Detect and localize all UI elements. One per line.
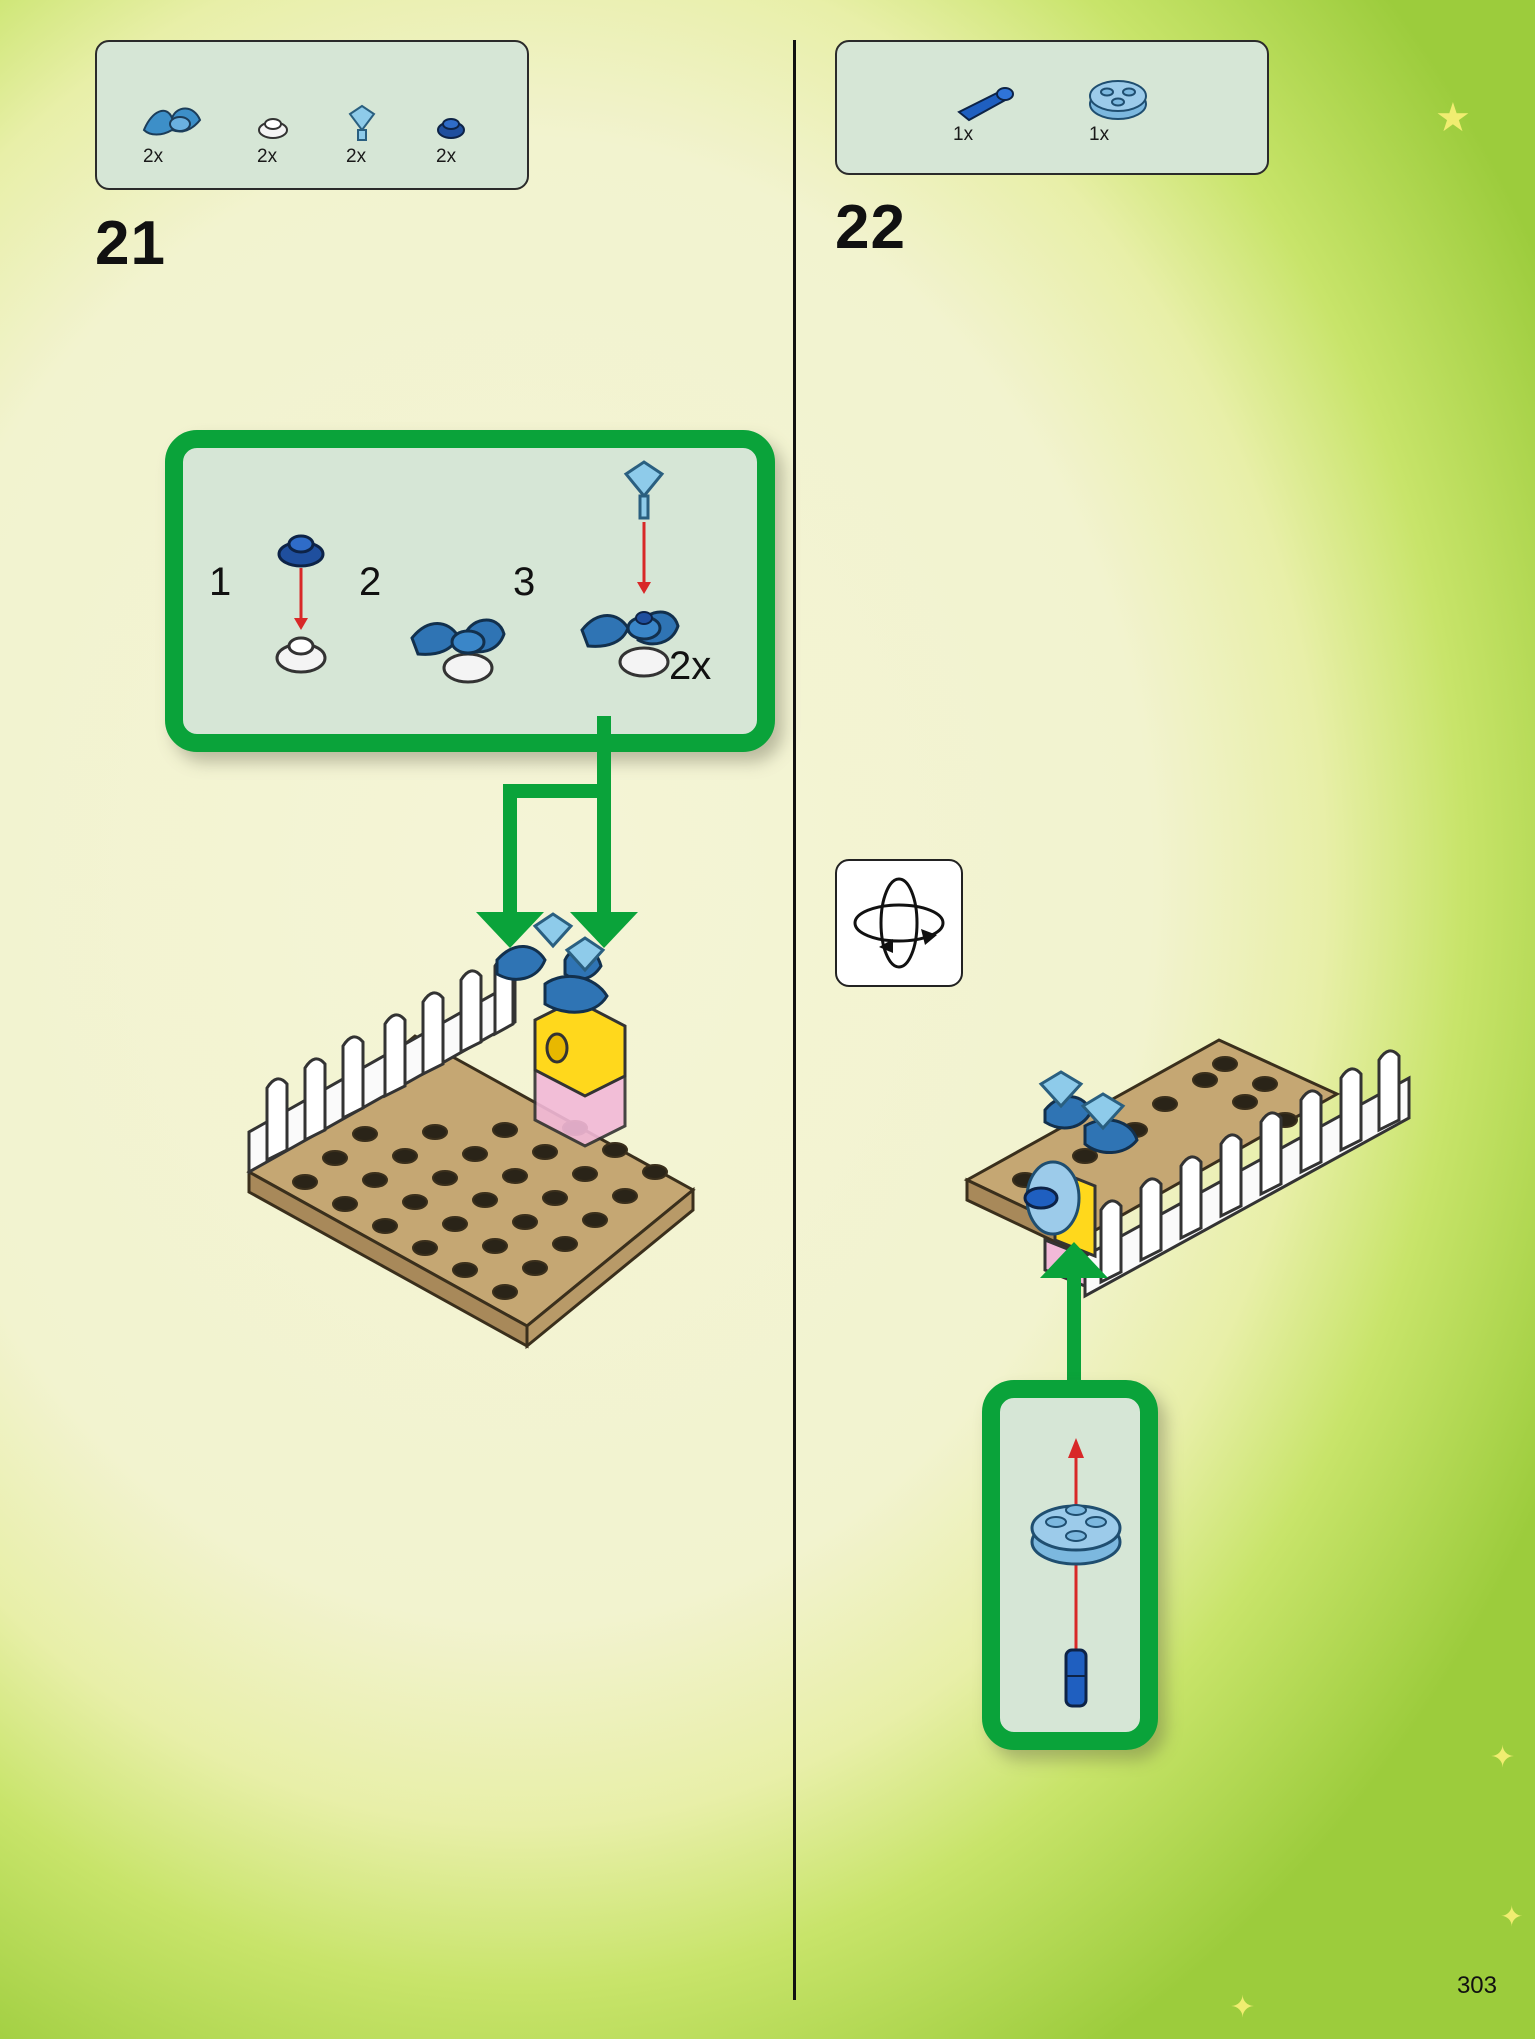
placement-arrow	[1040, 1242, 1108, 1388]
rotate-arrows-icon	[853, 877, 945, 969]
step-number-21: 21	[95, 209, 166, 278]
part-qty: 1x	[953, 124, 974, 145]
part-qty: 2x	[346, 146, 367, 167]
sub-step-number: 3	[513, 560, 536, 604]
sub-assembly-callout-step-21: 1 2 3 2x	[165, 430, 775, 752]
part-qty: 2x	[257, 146, 278, 167]
parts-list-step-21: 2x 2x 2x 2x	[95, 40, 529, 190]
substep-1-illustration	[275, 534, 327, 674]
step-number-22: 22	[835, 193, 906, 262]
white-round-plate-icon	[258, 118, 288, 139]
placement-arrows	[476, 716, 638, 948]
page-number: 303	[1456, 1972, 1497, 1999]
part-qty: 2x	[436, 146, 457, 167]
star-decoration: ✦	[1500, 1901, 1524, 1932]
star-decoration: ★	[1435, 96, 1471, 140]
part-qty: 1x	[1089, 124, 1110, 145]
star-decoration: ✦	[1230, 1991, 1256, 2024]
part-qty: 2x	[143, 146, 164, 167]
sub-step-number: 1	[209, 560, 232, 604]
blue-round-plate-icon	[437, 118, 465, 139]
multiplier-label: 2x	[669, 644, 712, 688]
rotate-model-icon	[835, 859, 963, 987]
star-decoration: ✦	[1490, 1741, 1516, 1774]
round-plate-icon	[1089, 80, 1147, 120]
blue-axle-pin-icon	[957, 87, 1014, 122]
sub-assembly-callout-step-22	[982, 1380, 1158, 1750]
step-21-model-illustration	[246, 912, 696, 1350]
step-22-model-illustration	[963, 1038, 1411, 1299]
crystal-icon	[348, 104, 376, 141]
substep-2-illustration	[410, 618, 506, 684]
page-divider	[793, 40, 796, 2000]
parts-list-step-22: 1x 1x	[835, 40, 1269, 175]
substep-3-illustration	[580, 460, 680, 678]
leaf-plate-icon	[142, 107, 202, 136]
sub-step-number: 2	[359, 560, 382, 604]
axle-into-plate-illustration	[1030, 1438, 1122, 1708]
